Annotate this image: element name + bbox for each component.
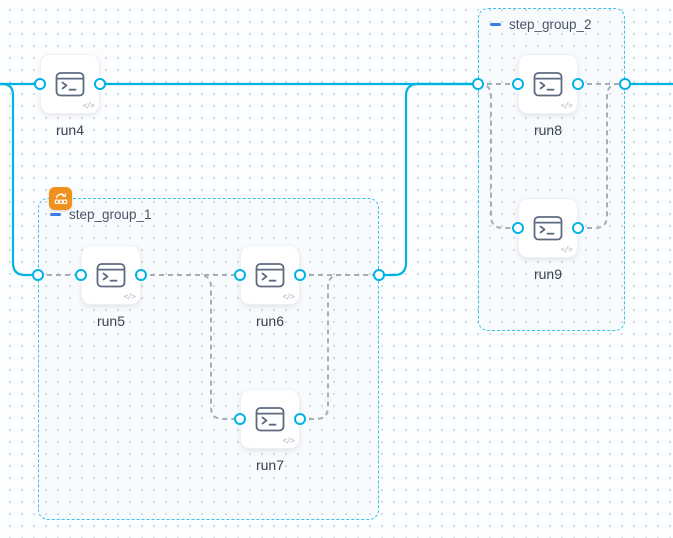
node-label-run8: run8 (533, 122, 563, 138)
handle-run9-left[interactable] (512, 222, 524, 234)
code-icon: </> (82, 101, 95, 110)
handle-run7-left[interactable] (234, 413, 246, 425)
group-title: step_group_1 (69, 207, 152, 222)
handle-run4-right[interactable] (94, 78, 106, 90)
code-icon: </> (123, 292, 136, 301)
handle-step_group_1-right[interactable] (373, 269, 385, 281)
handle-run8-left[interactable] (512, 78, 524, 90)
node-run5[interactable]: </> (81, 245, 141, 305)
code-icon: </> (560, 101, 573, 110)
group-header: step_group_1 (50, 207, 152, 222)
node-run9[interactable]: </> (518, 198, 578, 258)
handle-run6-left[interactable] (234, 269, 246, 281)
edge-step_group_1-to-step_group_2[interactable] (379, 82, 478, 277)
group-header: step_group_2 (490, 17, 592, 32)
terminal-icon (255, 263, 285, 288)
node-label-run4: run4 (55, 122, 85, 138)
group-badge (49, 187, 72, 210)
handle-step_group_1-left[interactable] (32, 269, 44, 281)
handle-run5-right[interactable] (135, 269, 147, 281)
handle-run4-left[interactable] (34, 78, 46, 90)
handle-run6-right[interactable] (294, 269, 306, 281)
handle-run9-right[interactable] (572, 222, 584, 234)
node-run8[interactable]: </> (518, 54, 578, 114)
loop-steps-badge-icon (54, 192, 67, 204)
group-step_group_1[interactable]: step_group_1 (38, 187, 379, 520)
terminal-icon (55, 72, 85, 97)
code-icon: </> (282, 292, 295, 301)
collapse-minus-icon[interactable] (490, 23, 501, 26)
node-label-run7: run7 (255, 457, 285, 473)
node-label-run6: run6 (255, 313, 285, 329)
handle-run7-right[interactable] (294, 413, 306, 425)
group-step_group_2[interactable]: step_group_2 (478, 8, 625, 331)
code-icon: </> (282, 436, 295, 445)
edge-run9-to-group2out[interactable] (578, 83, 625, 229)
handle-step_group_2-left[interactable] (472, 78, 484, 90)
code-icon: </> (560, 245, 573, 254)
node-run6[interactable]: </> (240, 245, 300, 305)
node-label-run5: run5 (96, 313, 126, 329)
terminal-icon (533, 72, 563, 97)
handle-step_group_2-right[interactable] (619, 78, 631, 90)
node-label-run9: run9 (533, 266, 563, 282)
node-run4[interactable]: </> (40, 54, 100, 114)
edge-group2in-to-run9[interactable] (478, 83, 518, 229)
group-title: step_group_2 (509, 17, 592, 32)
handle-run5-left[interactable] (75, 269, 87, 281)
terminal-icon (255, 407, 285, 432)
node-run7[interactable]: </> (240, 389, 300, 449)
edge-run5-to-run7[interactable] (141, 274, 240, 420)
edge-run7-to-group1out[interactable] (300, 274, 379, 420)
edge-entry-to-step_group_1[interactable] (0, 82, 38, 277)
handle-run8-right[interactable] (572, 78, 584, 90)
collapse-minus-icon[interactable] (50, 213, 61, 216)
terminal-icon (96, 263, 126, 288)
terminal-icon (533, 216, 563, 241)
